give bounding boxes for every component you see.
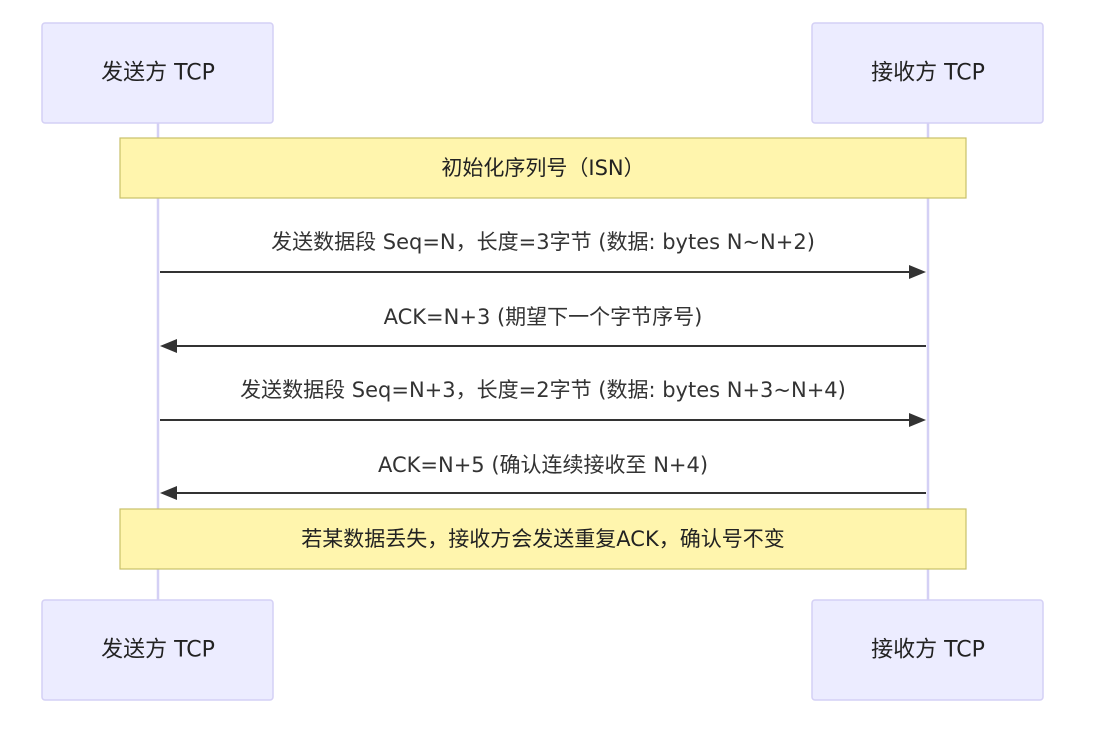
message-3-label: 发送数据段 Seq=N+3，长度=2字节 (数据: bytes N+3~N+4) — [240, 378, 846, 402]
message-4-arrowhead — [160, 486, 177, 500]
message-2: ACK=N+3 (期望下一个字节序号) — [160, 305, 926, 353]
sender-actor-top: 发送方 TCP — [41, 22, 274, 124]
note-isn: 初始化序列号（ISN） — [119, 137, 967, 199]
note-duplicate-ack: 若某数据丢失，接收方会发送重复ACK，确认号不变 — [119, 508, 967, 570]
sender-actor-bottom-label: 发送方 TCP — [101, 638, 215, 663]
receiver-actor-bottom-label: 接收方 TCP — [871, 638, 985, 663]
receiver-actor-top: 接收方 TCP — [811, 22, 1044, 124]
message-4-label: ACK=N+5 (确认连续接收至 N+4) — [378, 453, 708, 477]
note-isn-text: 初始化序列号（ISN） — [441, 156, 644, 180]
message-1: 发送数据段 Seq=N，长度=3字节 (数据: bytes N~N+2) — [160, 230, 926, 279]
receiver-actor-bottom: 接收方 TCP — [811, 599, 1044, 701]
note-duplicate-ack-text: 若某数据丢失，接收方会发送重复ACK，确认号不变 — [301, 527, 784, 551]
sender-actor-bottom: 发送方 TCP — [41, 599, 274, 701]
message-4: ACK=N+5 (确认连续接收至 N+4) — [160, 453, 926, 500]
receiver-actor-top-label: 接收方 TCP — [871, 61, 985, 86]
message-3-arrowhead — [909, 413, 926, 427]
message-2-arrowhead — [160, 339, 177, 353]
message-1-label: 发送数据段 Seq=N，长度=3字节 (数据: bytes N~N+2) — [271, 230, 815, 254]
message-1-arrowhead — [909, 265, 926, 279]
message-2-label: ACK=N+3 (期望下一个字节序号) — [384, 305, 703, 329]
message-3: 发送数据段 Seq=N+3，长度=2字节 (数据: bytes N+3~N+4) — [160, 378, 926, 427]
sender-actor-top-label: 发送方 TCP — [101, 61, 215, 86]
